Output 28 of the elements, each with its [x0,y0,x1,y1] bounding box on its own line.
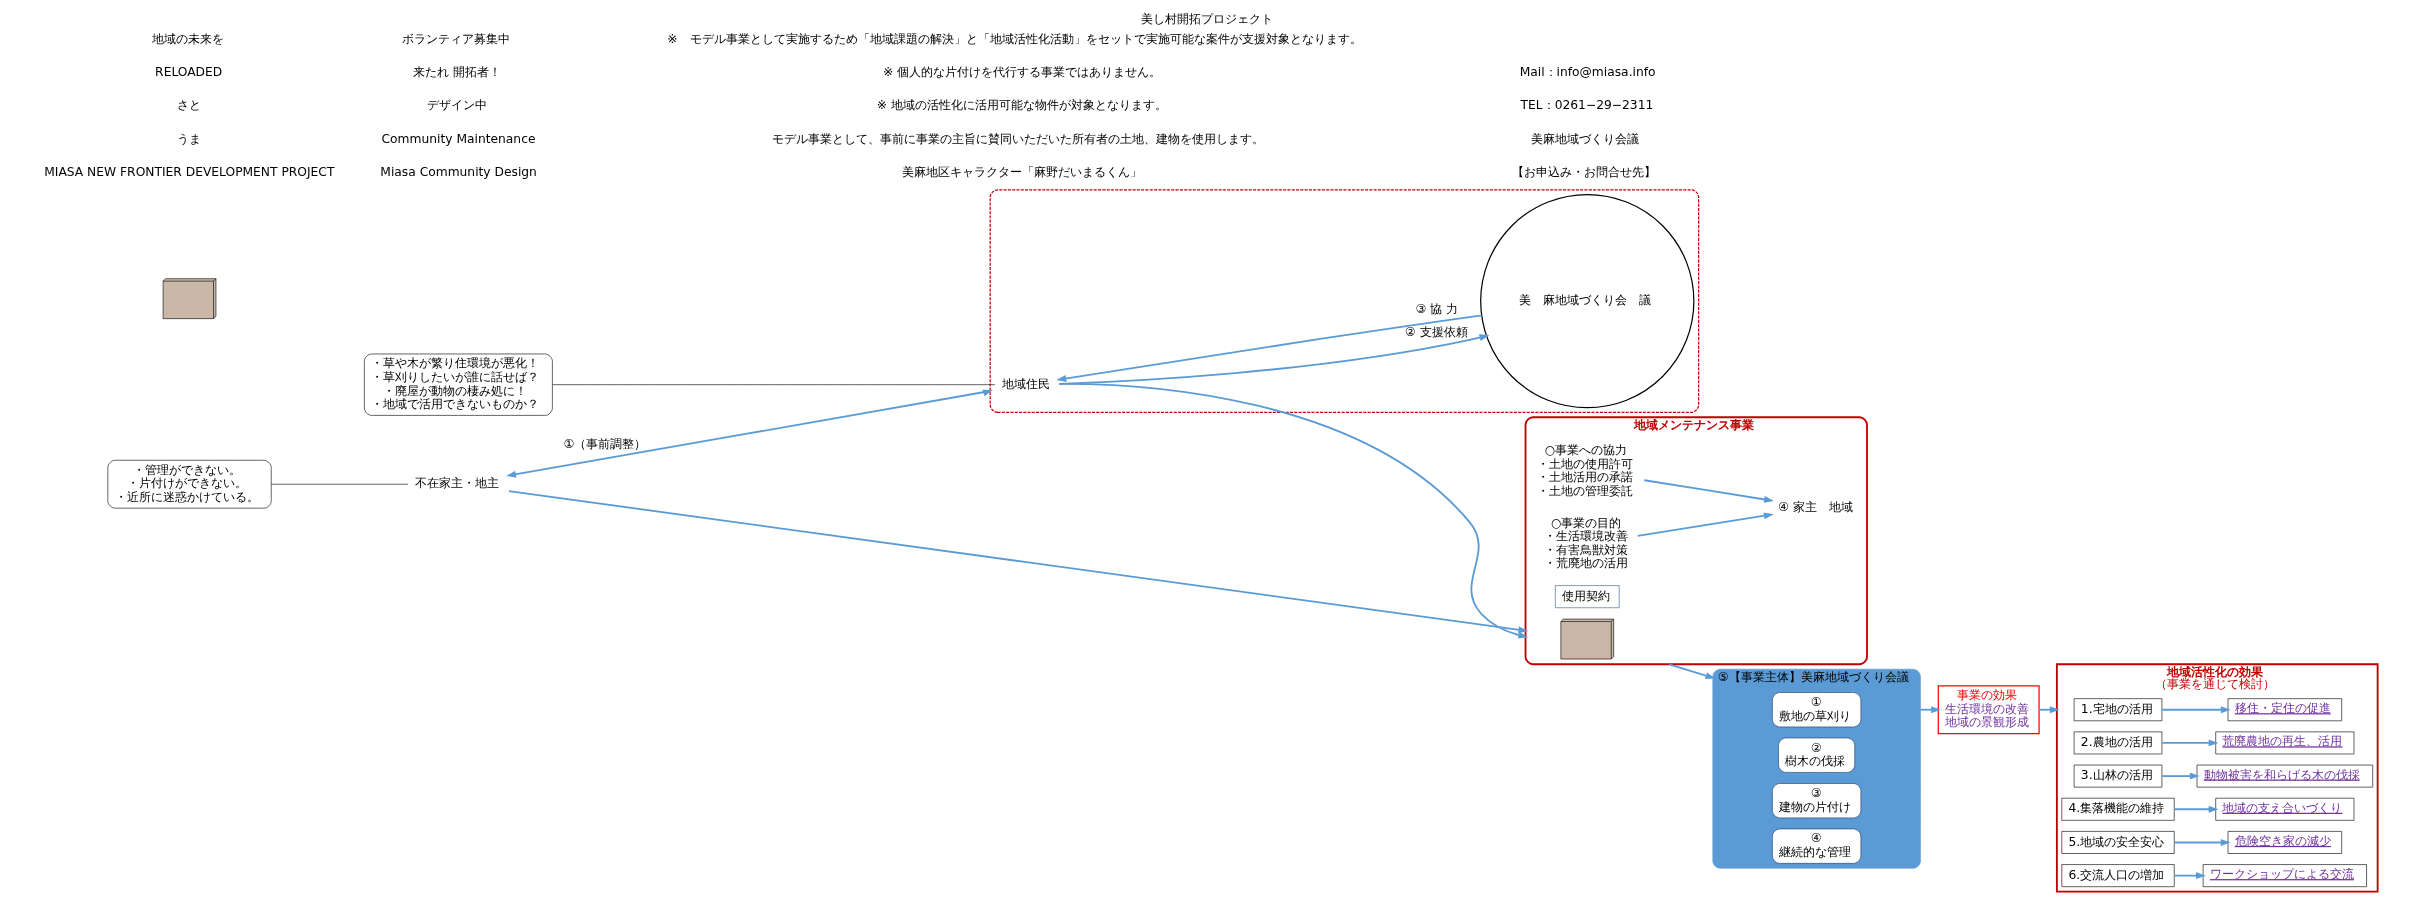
label: TEL：0261−29−2311 [1520,98,1653,113]
label: RELOADED [154,65,222,80]
label: ※ モデル事業として実施するため「地域課題の解決」と「地域活性化活動」をセットで実施可能な案件が支援対象となります。 [666,32,1362,47]
edge-label: ② 支援依頼 [1404,325,1468,340]
label: Miasa Community Design [379,164,537,179]
edge-label: ①（事前調整） [562,436,646,451]
edge-label: ③ 協 力 [1414,301,1458,316]
label: ※ 個人的な片付けを代行する事業ではありません。 [882,65,1161,80]
label: 来たれ 開拓者！ [412,65,501,80]
node-text: 地域住民 [1001,376,1050,391]
node-text: ④ 家主 地域 [1777,499,1853,514]
label: モデル事業として、事前に事業の主旨に賛同いただいた所有者の土地、建物を使用します。 [771,131,1264,146]
label: Community Maintenance [381,131,535,146]
label: デザイン中 [426,98,487,113]
node-text: ○事業への協力 ・土地の使用許可 ・土地活用の承諾 ・土地の管理委託 [1536,443,1633,498]
label: ボランティア募集中 [401,32,510,47]
label: ※ 地域の活性化に活用可能な物件が対象となります。 [876,98,1167,113]
label: MIASA NEW FRONTIER DEVELOPMENT PROJECT [43,164,334,179]
label: 美麻地区キャラクター「麻野だいまるくん」 [901,164,1142,179]
label: Mail：info@miasa.info [1519,65,1656,80]
label: うま [176,131,201,146]
label: 【お申込み・お問合せ先】 [1511,164,1656,179]
node-text: 不在家主・地主 [414,476,499,491]
label: 美麻地域づくり会議 [1530,131,1639,146]
diagram-title: 美し村開拓プロジェクト [1140,11,1273,26]
label: 地域の未来を [151,32,224,47]
label: さと [176,98,201,113]
node-text: ○事業の目的 ・生活環境改善 ・有害鳥獣対策 ・荒廃地の活用 [1543,515,1628,571]
